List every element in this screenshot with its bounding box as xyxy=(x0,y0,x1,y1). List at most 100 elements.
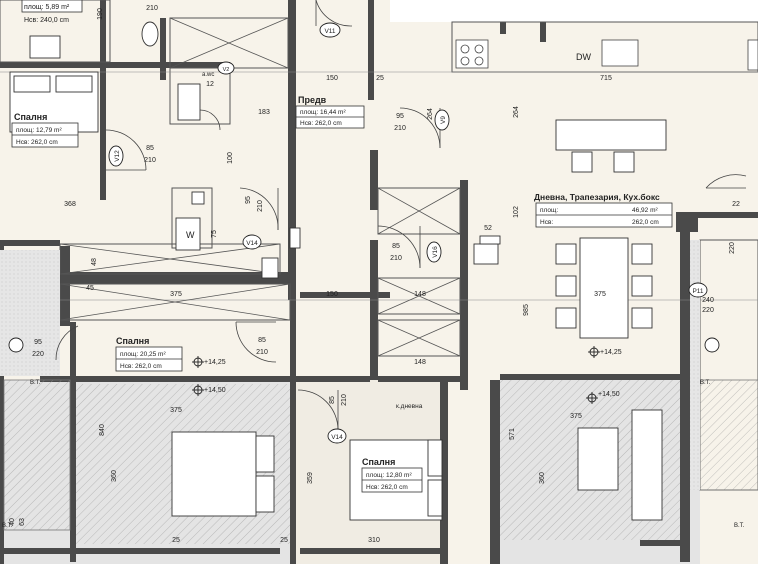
level-label: +14,50 xyxy=(598,391,620,398)
bt-label: В.Т. xyxy=(30,380,41,386)
room-living-area-label: площ: xyxy=(540,207,558,214)
door-tag-labels: V11 V9 V12 V14 V14 V16 P11 V2 xyxy=(114,28,704,441)
label-boxes xyxy=(11,0,673,493)
dim-label: 85 xyxy=(392,243,400,250)
dim-label: 310 xyxy=(368,537,380,544)
dim-label: 375 xyxy=(170,291,182,298)
door-tag: P11 xyxy=(692,288,703,295)
door-tag: V12 xyxy=(114,150,121,162)
dim-label: 375 xyxy=(594,291,606,298)
fixture-labels: DW a.wc W к.дневна В.Т. В.Т. В.Т. В.Т. xyxy=(2,52,745,529)
dim-label: 571 xyxy=(509,428,516,440)
door-tag: V16 xyxy=(432,246,439,258)
dim-label: 264 xyxy=(427,108,434,120)
level-markers xyxy=(192,346,600,404)
dim-label: 210 xyxy=(390,255,402,262)
dim-label: 375 xyxy=(170,407,182,414)
dim-label: 48 xyxy=(91,258,98,266)
room-hall-height: Нсв: 262,0 cm xyxy=(300,120,342,127)
dim-label: 210 xyxy=(256,349,268,356)
dim-label: 359 xyxy=(307,472,314,484)
dim-label: 25 xyxy=(172,537,180,544)
room-living-title: Дневна, Трапезария, Кух.бокс xyxy=(534,192,660,202)
level-label: +14,25 xyxy=(600,349,622,356)
dim-label: 25 xyxy=(280,537,288,544)
dim-label: 150 xyxy=(326,75,338,82)
room-living-height-label: Нсв: xyxy=(540,219,553,226)
room-bath-area: площ: 5,89 m² xyxy=(24,4,70,11)
room-bed2-area: площ: 20,25 m² xyxy=(120,351,166,358)
dim-label: 95 xyxy=(396,113,404,120)
dim-label: 210 xyxy=(146,5,158,12)
room-bedroom-1: Спалня площ: 12,79 m² Нсв: 262,0 cm xyxy=(14,112,62,146)
dim-label: 85 xyxy=(258,337,266,344)
dim-label: 22 xyxy=(732,201,740,208)
furniture xyxy=(9,21,667,521)
level-labels: +14,25 +14,50 +14,25 +14,50 xyxy=(204,349,622,398)
room-living-area-value: 46,92 m² xyxy=(632,207,658,214)
dim-label: 220 xyxy=(729,242,736,254)
dim-label: 210 xyxy=(144,157,156,164)
door-tag: V14 xyxy=(246,240,258,247)
room-bed2-title: Спалня xyxy=(116,336,149,346)
dim-label: 25 xyxy=(376,75,384,82)
level-label: +14,50 xyxy=(204,387,226,394)
dim-label: 63 xyxy=(19,518,26,526)
dim-label: 183 xyxy=(258,109,270,116)
dim-label: 85 xyxy=(329,396,336,404)
door-tag: V2 xyxy=(223,67,230,73)
door-tag: V14 xyxy=(331,434,343,441)
dim-label: 40 xyxy=(9,518,16,526)
dim-label: 240 xyxy=(702,297,714,304)
wc-label: a.wc xyxy=(202,72,214,78)
dim-label: 102 xyxy=(513,206,520,218)
dim-label: 985 xyxy=(523,304,530,316)
room-bed3-area: площ: 12,80 m² xyxy=(366,472,412,479)
door-tag: V11 xyxy=(324,28,335,35)
dim-label: 220 xyxy=(702,307,714,314)
dimension-labels: 210 150 25 715 368 375 150 148 375 148 5… xyxy=(9,5,740,544)
dim-label: 95 xyxy=(34,339,42,346)
room-bed1-title: Спалня xyxy=(14,112,47,122)
bt-label: В.Т. xyxy=(734,523,745,529)
dim-label: 840 xyxy=(99,424,106,436)
dim-label: 190 xyxy=(97,8,104,20)
kitchen-counter xyxy=(455,39,758,71)
room-hall-area: площ: 16,44 m² xyxy=(300,109,346,116)
dim-label: 715 xyxy=(600,75,612,82)
shafts xyxy=(59,17,461,357)
vk-label: к.дневна xyxy=(396,403,423,410)
dim-label: 45 xyxy=(86,285,94,292)
room-bed1-area: площ: 12,79 m² xyxy=(16,127,62,134)
dim-label: 210 xyxy=(341,394,348,406)
door-tag: V9 xyxy=(440,116,447,124)
room-hall-title: Предв xyxy=(298,95,327,105)
dim-label: 12 xyxy=(206,81,214,88)
dim-label: 150 xyxy=(326,291,338,298)
dishwasher-label: DW xyxy=(576,52,591,62)
dim-label: 368 xyxy=(64,201,76,208)
room-bath: площ: 5,89 m² Нсв: 240,0 cm xyxy=(24,4,70,24)
dim-label: 85 xyxy=(146,145,154,152)
room-bed3-title: Спалня xyxy=(362,457,395,467)
dim-label: 148 xyxy=(414,359,426,366)
room-bedroom-3: Спалня площ: 12,80 m² Нсв: 262,0 cm xyxy=(362,457,412,491)
level-label: +14,25 xyxy=(204,359,226,366)
bt-label: В.Т. xyxy=(2,523,13,529)
bt-label: В.Т. xyxy=(700,380,711,386)
room-hall: Предв площ: 16,44 m² Нсв: 262,0 cm xyxy=(298,95,346,127)
dim-label: 100 xyxy=(227,152,234,164)
dim-label: 52 xyxy=(484,225,492,232)
room-bed3-height: Нсв: 262,0 cm xyxy=(366,484,408,491)
dim-label: 220 xyxy=(32,351,44,358)
room-bed1-height: Нсв: 262,0 cm xyxy=(16,139,58,146)
room-bath-height: Нсв: 240,0 cm xyxy=(24,17,69,24)
room-living-height-value: 262,0 cm xyxy=(632,219,659,226)
dim-label: 148 xyxy=(414,291,426,298)
dim-label: 375 xyxy=(570,413,582,420)
washer-label: W xyxy=(186,230,195,240)
room-bedroom-2: Спалня площ: 20,25 m² Нсв: 262,0 cm xyxy=(116,336,166,370)
dim-label: 360 xyxy=(111,470,118,482)
